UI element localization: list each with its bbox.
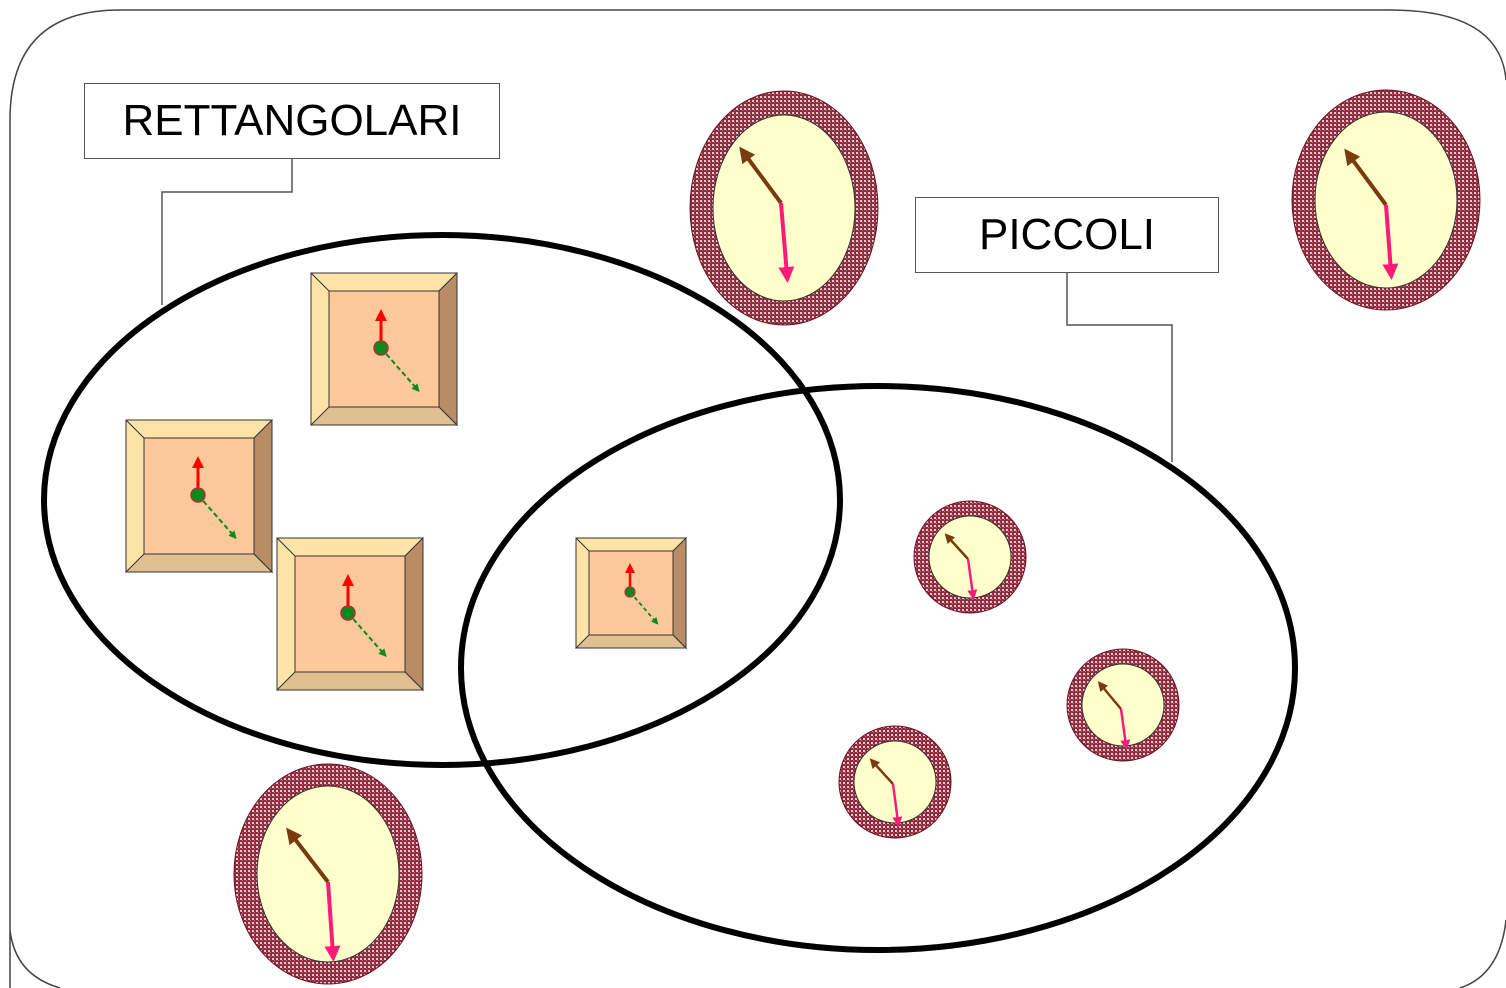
square-gauge-small (574, 536, 688, 650)
square-gauge-large (309, 271, 459, 427)
clock-small (913, 500, 1027, 614)
clock-small (838, 725, 952, 839)
square-gauge-large (275, 536, 425, 692)
connector-piccoli (1066, 272, 1173, 462)
set-label-rettangolari: RETTANGOLARI (84, 83, 500, 159)
clock-large (233, 763, 423, 985)
connector-rettangolari (161, 158, 293, 305)
clock-small (1066, 648, 1180, 762)
universe-frame (9, 9, 1506, 988)
set-rettangolari (41, 232, 843, 768)
set-piccoli (458, 383, 1298, 953)
set-label-piccoli: PICCOLI (915, 197, 1219, 273)
clock-large (689, 90, 879, 326)
clock-large (1291, 89, 1481, 311)
square-gauge-large (124, 418, 274, 574)
